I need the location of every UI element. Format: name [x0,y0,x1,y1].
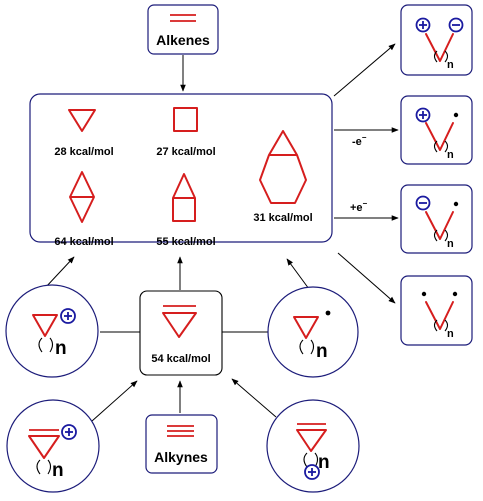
bicyclobutane-structure [69,171,95,223]
arrow-to-zwitterion [333,43,396,97]
bicyclohexane-energy: 31 kcal/mol [253,212,312,224]
bicyclopentane-structure [172,173,196,222]
cyclopropyl-cation-circle: n [5,284,99,378]
svg-text:n: n [447,238,454,250]
cyclopropyl-radical-circle: n [267,286,359,378]
arrow-cyclopropenyl-cation [91,380,138,422]
svg-text:n: n [316,341,328,362]
reduction-label: +e− [350,199,368,214]
cyclopropene-box: 54 kcal/mol [139,290,223,376]
arrow-radical-to-box [286,258,310,290]
cyclopropenyl-cation-circle: n [6,399,100,493]
arrow-to-diradical [337,252,396,304]
svg-text:n: n [318,452,330,473]
alkenes-box: Alkenes [147,4,219,55]
cyclopropane-energy: 28 kcal/mol [54,146,113,158]
zwitterion-box: n [400,4,473,76]
ring-index-n: n [447,59,454,71]
cyclopropenylidene-circle: n [266,399,360,493]
svg-text:n: n [447,328,454,340]
bicyclohexane-structure [259,130,307,204]
radical-anion-box: n [400,184,473,254]
alkynes-label: Alkynes [154,449,208,465]
radical-cation-box: n [400,95,473,165]
svg-text:n: n [447,149,454,161]
strained-rings-box: 28 kcal/mol 27 kcal/mol 64 kcal/mol 55 k… [29,93,333,248]
cyclobutane-structure [173,107,198,132]
cyclopropene-energy: 54 kcal/mol [151,353,210,365]
svg-text:n: n [55,338,67,359]
arrow-cyclopropenylidene [231,378,277,418]
bicyclopentane-energy: 55 kcal/mol [156,236,215,248]
cyclobutane-energy: 27 kcal/mol [156,146,215,158]
alkynes-box: Alkynes [145,414,218,474]
diradical-box: n [400,275,473,346]
cyclopropene-structure [162,312,197,338]
svg-text:n: n [52,460,64,481]
bicyclobutane-energy: 64 kcal/mol [54,236,113,248]
oxidation-label: -e− [352,133,367,148]
arrow-cation-to-box [44,256,75,289]
cyclopropane-structure [68,109,96,132]
alkenes-label: Alkenes [156,32,210,48]
